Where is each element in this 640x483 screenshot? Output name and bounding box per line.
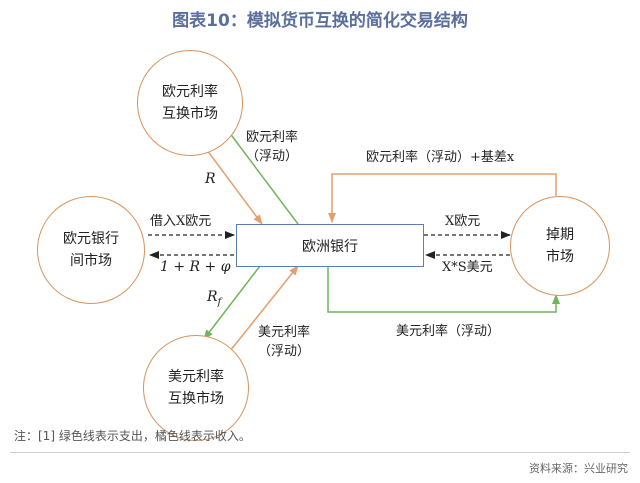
label-r: R <box>205 171 216 187</box>
node-euro-interbank-market: 欧元银行 间市场 <box>37 196 145 304</box>
node-usd-rate-swap-market: 美元利率 互换市场 <box>143 335 249 441</box>
label-borrow-euro: 借入X欧元 <box>150 214 212 229</box>
footnote: 注：[1] 绿色线表示支出，橘色线表示收入。 <box>14 429 251 443</box>
label-euro-float-top: 欧元利率 （浮动） <box>246 130 299 164</box>
arrow-bank-to-forward-loop <box>327 267 560 313</box>
label-one-plus-r-phi: 1 + R + φ <box>160 259 231 275</box>
label-x-euro: X欧元 <box>445 214 481 229</box>
page-title: 图表10：模拟货币互换的简化交易结构 <box>172 11 468 31</box>
divider <box>10 452 630 453</box>
arrow-bank-to-euro-market <box>225 127 299 225</box>
node-euro-rate-swap-market: 欧元利率 互换市场 <box>137 50 243 156</box>
label-euro-float-basis: 欧元利率（浮动）+基差x <box>366 150 515 165</box>
node-european-bank: 欧洲银行 <box>236 224 424 267</box>
arrow-forward-to-bank-loop <box>328 173 557 223</box>
label-usd-float-left: 美元利率 （浮动） <box>258 325 311 359</box>
arrow-bank-to-usd-market <box>203 265 261 340</box>
label-usd-float-bottom: 美元利率（浮动） <box>396 324 501 339</box>
label-xs-usd: X*S美元 <box>442 260 493 275</box>
arrow-usd-market-to-bank <box>229 265 299 352</box>
source-credit: 资料来源：兴业研究 <box>529 462 628 475</box>
label-rf: Rf <box>207 289 222 308</box>
node-forward-market: 掉期 市场 <box>510 196 610 296</box>
